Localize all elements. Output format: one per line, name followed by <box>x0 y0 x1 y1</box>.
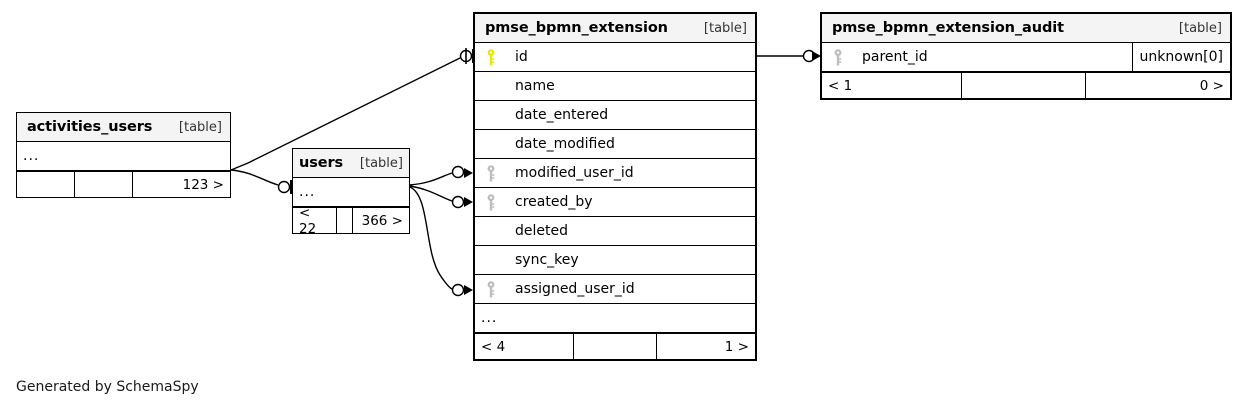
generated-by-label: Generated by SchemaSpy <box>16 379 199 395</box>
column-type: unknown[0] <box>1131 43 1230 71</box>
table-users[interactable]: users [table] ... < 22 366 > <box>292 148 410 234</box>
column-row-sync-key[interactable]: sync_key <box>475 246 755 275</box>
table-type-tag: [table] <box>703 20 747 36</box>
footer-middle <box>75 172 133 197</box>
table-type-tag: [table] <box>1178 20 1222 36</box>
footer-parents <box>17 172 75 197</box>
table-row: ... <box>293 178 409 207</box>
table-row: ... <box>17 142 230 171</box>
footer-parents: < 4 <box>475 334 574 359</box>
table-title: pmse_bpmn_extension_audit <box>832 20 1064 36</box>
footer-middle <box>337 208 353 233</box>
foreign-key-icon <box>475 193 507 211</box>
footer-parents: < 1 <box>822 73 962 98</box>
column-row-assigned-user-id[interactable]: assigned_user_id <box>475 275 755 304</box>
column-row-id[interactable]: id <box>475 43 755 72</box>
column-row-created-by[interactable]: created_by <box>475 188 755 217</box>
table-header-activities-users: activities_users [table] <box>17 113 230 142</box>
table-footer-pmse-bpmn-extension-audit: < 1 0 > <box>822 72 1230 98</box>
column-row-parent-id[interactable]: parent_id unknown[0] <box>822 43 1230 72</box>
column-name: parent_id <box>862 49 928 65</box>
table-type-tag: [table] <box>178 119 222 135</box>
table-header-users: users [table] <box>293 149 409 178</box>
column-row-deleted[interactable]: deleted <box>475 217 755 246</box>
table-title: pmse_bpmn_extension <box>485 20 668 36</box>
edge-activities-users-to-users <box>230 169 293 194</box>
column-name: date_entered <box>515 107 609 123</box>
edge-users-to-assigned-user-id <box>409 186 473 297</box>
column-row-date-modified[interactable]: date_modified <box>475 130 755 159</box>
table-title: activities_users <box>27 119 153 135</box>
footer-children: 123 > <box>182 176 224 193</box>
footer-middle <box>574 334 657 359</box>
footer-parents: < 22 <box>293 208 337 233</box>
foreign-key-icon <box>822 48 854 66</box>
table-title: users <box>299 155 344 171</box>
footer-children: 1 > <box>724 338 749 355</box>
table-header-pmse-bpmn-extension-audit: pmse_bpmn_extension_audit [table] <box>822 14 1230 43</box>
footer-children: 0 > <box>1199 77 1224 94</box>
column-name: date_modified <box>515 136 615 152</box>
column-row-modified-user-id[interactable]: modified_user_id <box>475 159 755 188</box>
column-name: assigned_user_id <box>515 281 635 297</box>
column-name: modified_user_id <box>515 165 634 181</box>
table-activities-users[interactable]: activities_users [table] ... 123 > <box>16 112 231 198</box>
table-type-tag: [table] <box>359 155 403 171</box>
column-name: created_by <box>515 194 593 210</box>
footer-middle <box>962 73 1086 98</box>
column-name: deleted <box>515 223 568 239</box>
column-row-date-entered[interactable]: date_entered <box>475 101 755 130</box>
primary-key-icon <box>475 48 507 66</box>
table-row-ellipsis: ... <box>475 304 755 333</box>
edge-extension-to-audit <box>757 49 821 63</box>
table-pmse-bpmn-extension[interactable]: pmse_bpmn_extension [table] id name date… <box>473 12 757 361</box>
column-name: id <box>515 49 528 65</box>
column-name: sync_key <box>515 252 579 268</box>
table-footer-pmse-bpmn-extension: < 4 1 > <box>475 333 755 359</box>
table-header-pmse-bpmn-extension: pmse_bpmn_extension [table] <box>475 14 755 43</box>
table-footer-activities-users: 123 > <box>17 171 230 197</box>
foreign-key-icon <box>475 280 507 298</box>
table-footer-users: < 22 366 > <box>293 207 409 233</box>
edge-users-to-modified-user-id <box>409 165 473 186</box>
edge-users-to-created-by <box>409 185 473 209</box>
foreign-key-icon <box>475 164 507 182</box>
table-pmse-bpmn-extension-audit[interactable]: pmse_bpmn_extension_audit [table] parent… <box>820 12 1232 100</box>
column-row-name[interactable]: name <box>475 72 755 101</box>
column-name: name <box>515 78 555 94</box>
footer-children: 366 > <box>361 212 403 229</box>
